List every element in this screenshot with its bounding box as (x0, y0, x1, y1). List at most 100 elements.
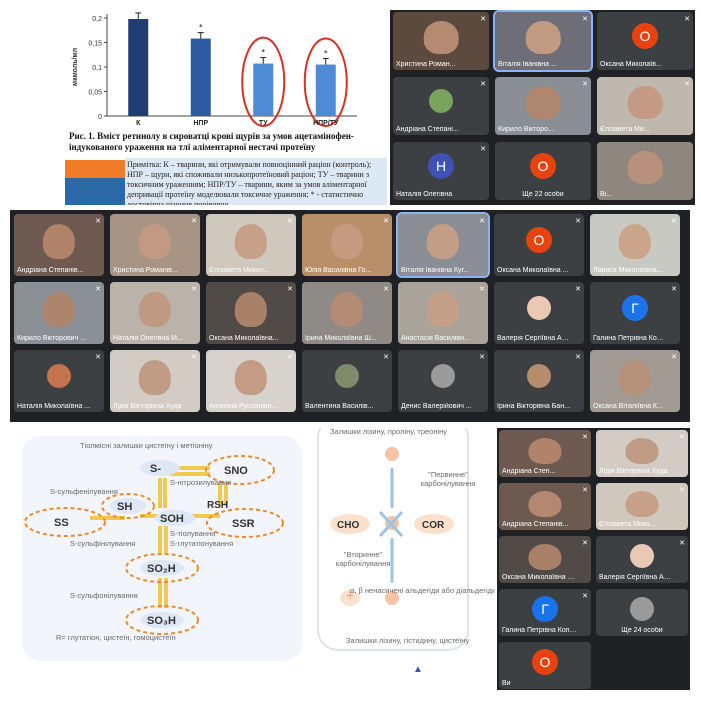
participant-tile[interactable]: ✕Оксана Віталіївна К... (590, 350, 680, 412)
node-ssr: SSR (232, 518, 255, 530)
participant-name: Ангеліна Русланівн... (209, 403, 278, 410)
mic-muted-icon: ✕ (383, 286, 389, 293)
participant-video (627, 86, 663, 119)
participant-video (42, 291, 76, 327)
y-axis-label: мкмоль/мл (72, 48, 79, 86)
avatar-photo (527, 364, 551, 389)
avatar-photo (335, 364, 359, 389)
participant-tile[interactable]: О✕Оксана Миколаївна ... (494, 214, 584, 276)
participant-tile[interactable]: ✕Андріана Степанів... (499, 483, 591, 530)
participant-tile[interactable]: ✕Віталія Іванівна ... (493, 10, 593, 72)
mic-muted-icon: ✕ (479, 218, 485, 225)
label-sulfonylation: S-сульфонілування (70, 591, 138, 600)
participant-tile[interactable]: ✕Оксана Миколаївна... (206, 282, 296, 344)
participant-tile[interactable]: ✕ Наталія Миколаївна ... (14, 350, 104, 412)
highlight-ring-2 (241, 36, 286, 128)
node-sno: SNO (224, 465, 248, 477)
carbonyl-pills (330, 514, 454, 606)
participant-video (618, 223, 652, 259)
participant-tile[interactable]: Ще 24 особи (596, 589, 688, 636)
participant-name: Оксана Віталіївна К... (593, 403, 663, 410)
participant-video (525, 21, 561, 54)
meet-grid-1: ✕Христина Роман...✕Віталія Іванівна ...О… (390, 10, 695, 205)
participant-name: Наталія Олегівна (396, 191, 453, 198)
participant-tile[interactable]: ✕Андріана Степанів... (14, 214, 104, 276)
primary-carbonylation-label: "Первинне" карбонілування (420, 470, 476, 488)
participant-name: Єлізавета Ми... (600, 126, 650, 133)
participant-name: Оксана Миколаївна ... (497, 267, 569, 274)
mic-muted-icon: ✕ (684, 81, 690, 88)
participant-tile[interactable]: Ві... (597, 142, 693, 200)
participant-tile[interactable]: ✕Анастасія Василівн... (398, 282, 488, 344)
participant-tile[interactable]: ✕Кирило Вікторович ... (14, 282, 104, 344)
bar-2 (253, 63, 274, 116)
participant-tile[interactable]: ✕Андріана Степ... (499, 430, 591, 477)
participant-name: Єлізавета Микол... (209, 267, 270, 274)
participant-tile[interactable]: ✕Валерія Сергіївна Адам... (596, 536, 688, 583)
participant-tile[interactable]: Н ✕ Наталія Олегівна (393, 142, 489, 200)
participant-video (234, 223, 268, 259)
participant-tile[interactable]: ✕Лариса Миколаївна... (590, 214, 680, 276)
participant-tile[interactable]: Г✕Галина Петрівна Коп... (590, 282, 680, 344)
participant-tile[interactable]: ✕Андріана Степані... (393, 77, 489, 135)
mic-muted-icon: ✕ (95, 354, 101, 361)
mic-muted-icon: ✕ (480, 81, 486, 88)
participant-video (42, 223, 76, 259)
participant-video (138, 223, 172, 259)
participant-tile[interactable]: ✕Христина Романів... (110, 214, 200, 276)
avatar-initial: Г (532, 595, 558, 622)
participant-tile[interactable]: О✕Оксана Миколаїв... (597, 12, 693, 70)
participant-tile[interactable]: ✕Юлія Василівна Го... (302, 214, 392, 276)
carbonyl-title: Залишки лізину, проліну, треоніну (330, 428, 447, 436)
mic-muted-icon: ✕ (383, 218, 389, 225)
significance-mark-3: * (324, 49, 328, 59)
participant-tile[interactable]: ✕Христина Роман... (393, 12, 489, 70)
participant-tile[interactable]: ✕Віталія Іванівна Куг... (396, 212, 490, 278)
mic-muted-icon: ✕ (575, 354, 581, 361)
bar-3 (315, 64, 336, 116)
avatar-photo (630, 543, 654, 568)
mic-muted-icon: ✕ (480, 146, 486, 153)
participant-tile[interactable]: ✕Ірина Миколаївна Ш... (302, 282, 392, 344)
participant-video (625, 490, 659, 517)
category-label-3: НПР/ТУ (313, 120, 339, 127)
mic-muted-icon: ✕ (95, 218, 101, 225)
participant-tile[interactable]: Г✕Галина Петрівна Копильч... (499, 589, 591, 636)
participant-name: Лариса Миколаївна... (593, 267, 663, 274)
participant-tile[interactable]: ✕Оксана Миколаївна Вол... (499, 536, 591, 583)
participant-name: Наталія Миколаївна ... (17, 403, 90, 410)
participant-video (234, 359, 268, 395)
participant-tile[interactable]: ✕Кирило Вікторо... (495, 77, 591, 135)
node-sh: SH (117, 501, 132, 513)
participant-tile[interactable]: ✕Лідія Вікторівна Худа (110, 350, 200, 412)
more-participants-label: Ще 22 особи (522, 191, 564, 198)
node-so2h: SO₂H (147, 563, 176, 575)
avatar-initial: Н (428, 153, 454, 180)
participant-tile[interactable]: ✕Єлізавета Микол... (206, 214, 296, 276)
bar-1 (190, 38, 211, 116)
y-tick-label: 0 (98, 114, 102, 121)
participant-tile[interactable]: ✕ Єлізавета Ми... (597, 77, 693, 135)
avatar-initial: О (632, 23, 658, 50)
participant-video (525, 86, 561, 119)
mic-muted-icon: ✕ (582, 487, 588, 494)
participant-tile[interactable]: ✕Денис Валерійович ... (398, 350, 488, 412)
carbonyl-bottom-label: Залишки лізину, гістидину, цистеїну (346, 636, 469, 645)
avatar-photo (431, 364, 455, 389)
plus-icon: + (346, 587, 354, 603)
participant-video (528, 437, 562, 464)
participant-tile[interactable]: ✕ Ангеліна Русланівн... (206, 350, 296, 412)
participant-tile[interactable]: ✕Валентина Василів... (302, 350, 392, 412)
mic-muted-icon: ✕ (287, 354, 293, 361)
participant-tile[interactable]: ✕Єлізавета Мико... (596, 483, 688, 530)
participant-tile[interactable]: ✕Ірина Вікторівна Бан... (494, 350, 584, 412)
highlight-ellipses (24, 455, 284, 635)
participant-tile[interactable]: ✕Наталія Олегівна М... (110, 282, 200, 344)
participant-tile[interactable]: ✕Лідія Вікторівна Худа (596, 430, 688, 477)
mic-muted-icon: ✕ (479, 354, 485, 361)
y-tick-label: 0,05 (88, 90, 102, 97)
participant-tile[interactable]: ✕Валерія Сергіївна Ад... (494, 282, 584, 344)
participant-name: Віталія Іванівна ... (498, 61, 557, 68)
